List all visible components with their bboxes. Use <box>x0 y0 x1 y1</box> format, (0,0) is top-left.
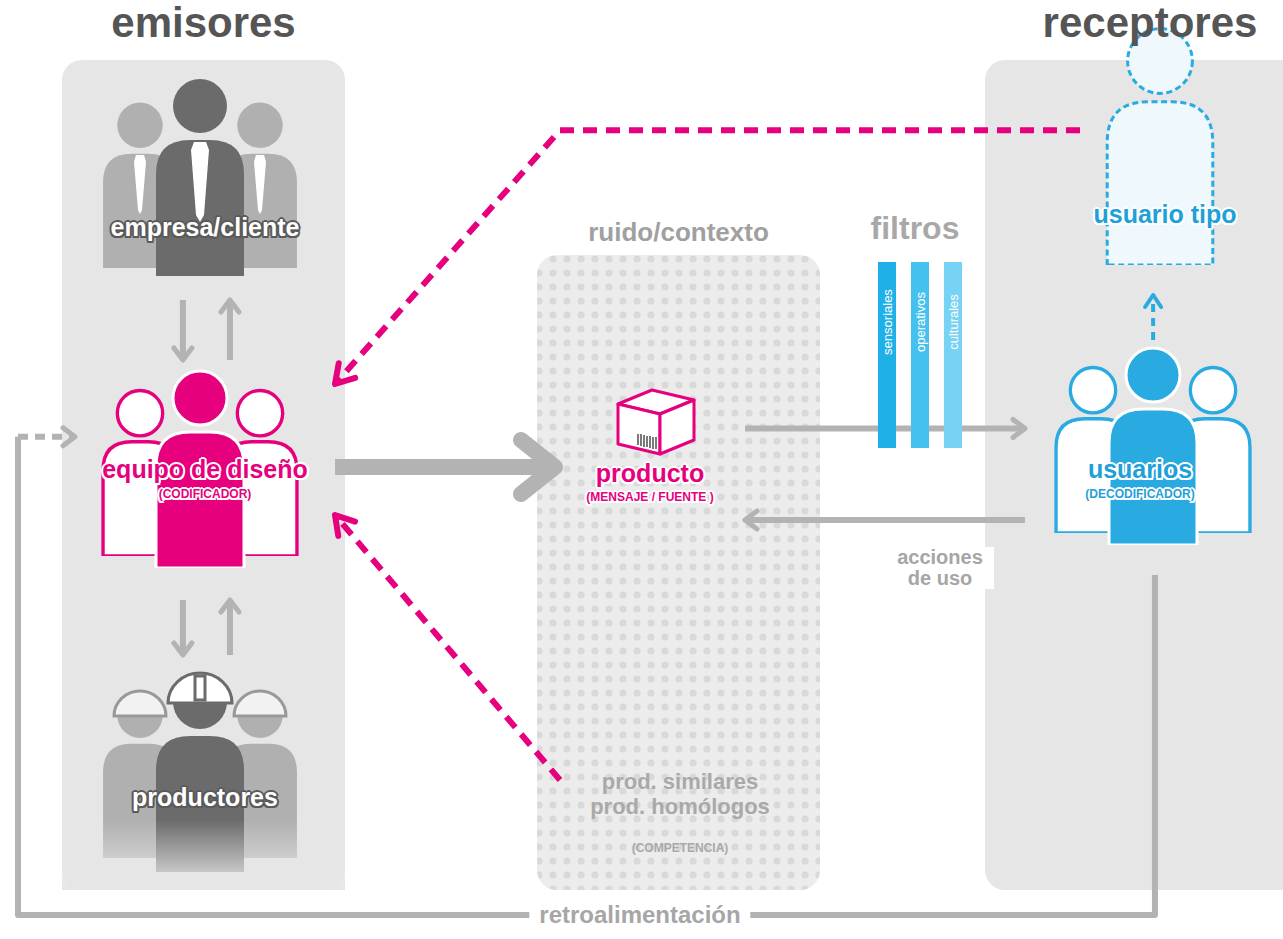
node-sublabel: (CODIFICADOR) <box>159 488 252 500</box>
panel-fade <box>62 820 345 890</box>
connector <box>335 515 560 780</box>
filter-label: operativos <box>914 292 927 352</box>
typical-user-icon <box>1107 29 1213 265</box>
node-label: productores <box>132 785 278 810</box>
client-people-icon <box>103 79 297 276</box>
group-label: filtros <box>871 212 960 244</box>
node-label: usuario tipo <box>1093 202 1236 227</box>
node-sublabel: (COMPETENCIA) <box>632 842 729 854</box>
connector <box>182 300 183 360</box>
connector <box>745 520 1025 521</box>
receiver-panel: receptoresusuario tipousuarios(DECODIFIC… <box>985 60 1283 890</box>
node-label: usuarios <box>1088 457 1192 482</box>
producers-group: productores <box>75 655 335 880</box>
noise-panel: ruido/contextoproducto(MENSAJE / FUENTE … <box>537 255 820 890</box>
users-icon <box>1056 348 1250 545</box>
connector-line <box>227 600 233 655</box>
connector-line <box>18 437 1155 915</box>
node-label: equipo de diseño <box>102 457 308 482</box>
connector-line <box>745 517 1025 523</box>
connector-line <box>227 300 233 360</box>
connector <box>335 467 555 468</box>
connector-line <box>335 515 560 780</box>
competition-node: prod. similares prod. homólogos (COMPETEN… <box>560 770 800 870</box>
node-label: prod. similares prod. homólogos <box>580 770 780 819</box>
node-label: emisores <box>111 2 295 44</box>
connector-line <box>1151 295 1155 340</box>
connector-line <box>18 434 75 440</box>
filter-bar: operativos <box>911 262 929 448</box>
connector-label: acciones de uso <box>886 547 994 589</box>
client-group: empresa/cliente <box>75 70 335 300</box>
noise-texture <box>537 255 820 890</box>
connector-line <box>180 300 186 360</box>
sender-panel-ground <box>62 60 345 890</box>
connector-line <box>335 130 1080 384</box>
node-sublabel: (DECODIFICADOR) <box>1085 488 1194 500</box>
connector <box>229 600 230 655</box>
filter-label: culturales <box>947 294 960 350</box>
design-team-group: equipo de diseño (CODIFICADOR) <box>75 360 335 600</box>
connector <box>1153 295 1154 340</box>
node-label: producto <box>596 461 704 486</box>
connector <box>182 600 183 655</box>
connector-line <box>180 600 186 655</box>
node-label: ruido/contexto <box>588 219 769 245</box>
node-label: empresa/cliente <box>111 215 300 240</box>
product-node: producto (MENSAJE / FUENTE ) <box>555 385 745 525</box>
connector <box>229 300 230 360</box>
node-label: receptores <box>1043 2 1258 44</box>
filter-bar: sensoriales <box>878 262 896 448</box>
sender-panel: emisoresempresa/clienteequipo de diseño(… <box>62 60 345 890</box>
node-sublabel: (MENSAJE / FUENTE ) <box>586 491 713 503</box>
users-group: usuarios (DECODIFICADOR) <box>1025 340 1255 575</box>
product-box-icon <box>618 390 694 454</box>
noise-panel-ground <box>537 255 820 890</box>
connector <box>335 130 1080 384</box>
filter-label: sensoriales <box>881 289 894 355</box>
filter-bar: culturales <box>944 262 962 448</box>
typical-user-group: usuario tipo <box>1080 25 1250 295</box>
connector <box>18 437 1155 915</box>
connector-line <box>335 459 555 475</box>
connector-label: retroalimentación <box>529 902 750 927</box>
